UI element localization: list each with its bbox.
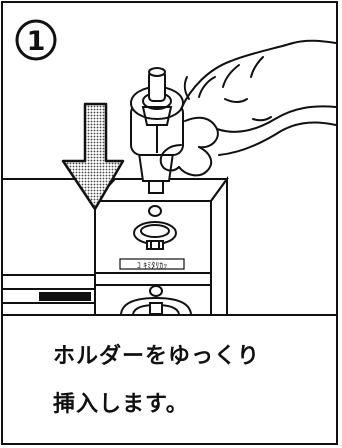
caption-line-1: ホルダーをゆっくり (53, 344, 261, 369)
insert-direction-arrow-icon (61, 102, 125, 211)
instrument-body (3, 178, 96, 314)
step-number-badge: 1 (15, 19, 57, 61)
panel-label-text: ｺ ｷﾐﾀﾘｶｯ (137, 261, 168, 270)
holder-icon (130, 67, 184, 194)
hand-icon (159, 39, 336, 177)
instruction-caption: ホルダーをゆっくり 挿入します。 (3, 316, 336, 443)
panel-divider (3, 314, 336, 316)
holder-socket (133, 205, 177, 250)
step-illustration: 1 ｺ ｷﾐﾀﾘｶｯ (3, 3, 336, 315)
panel-label: ｺ ｷﾐﾀﾘｶｯ (119, 258, 185, 270)
instruction-card: 1 ｺ ｷﾐﾀﾘｶｯ (1, 1, 338, 445)
caption-line-2: 挿入します。 (53, 392, 189, 417)
step-number: 1 (27, 26, 46, 57)
lower-socket (120, 285, 192, 315)
